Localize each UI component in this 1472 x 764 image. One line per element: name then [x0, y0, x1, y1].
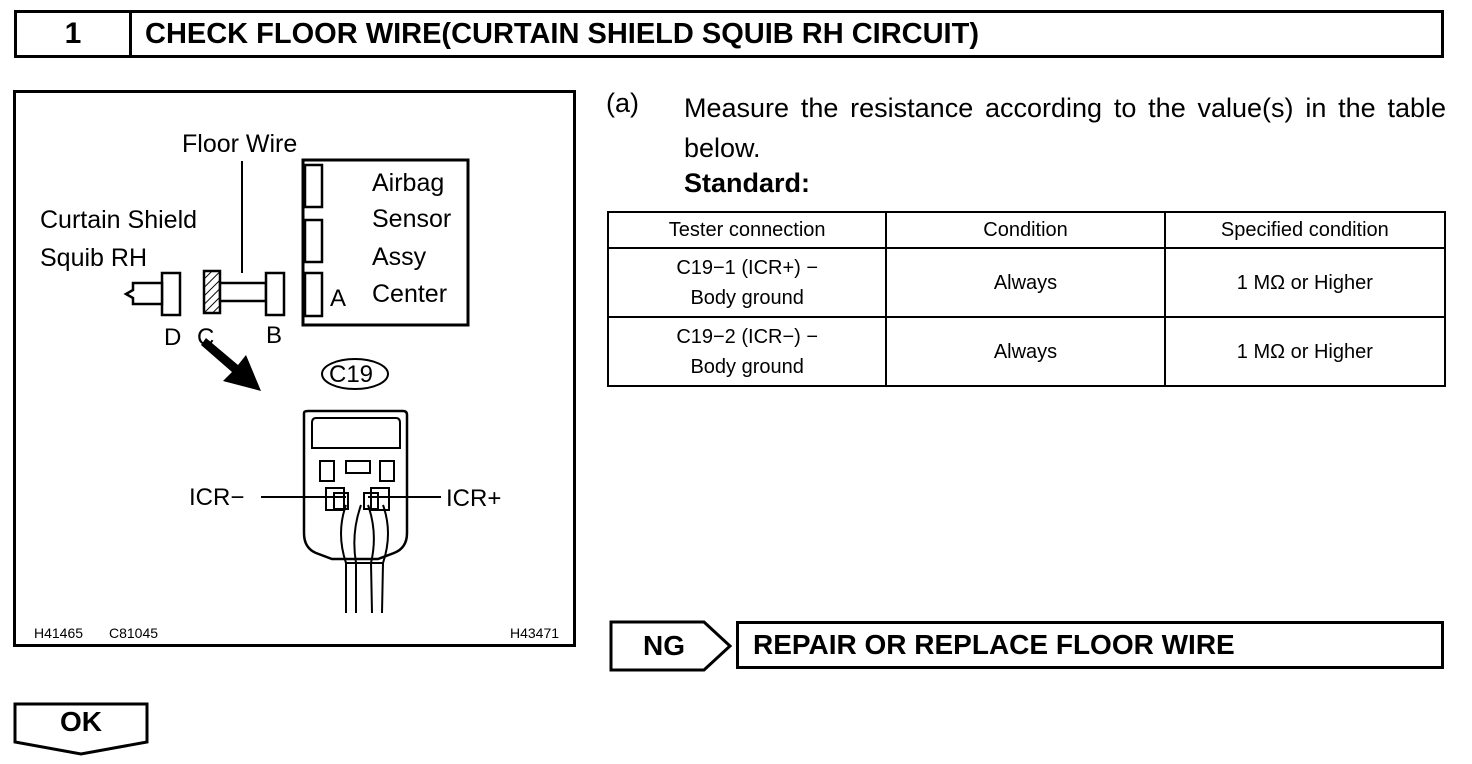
curtain-shield-label-1: Curtain Shield [40, 206, 198, 234]
ng-label: NG [643, 630, 685, 661]
curtain-shield-label-2: Squib RH [40, 244, 147, 272]
header-specified-condition: Specified condition [1163, 211, 1447, 249]
instruction-text: Measure the resistance according to the … [684, 93, 1446, 163]
direction-arrow-icon [201, 338, 261, 391]
cell-connection: C19−2 (ICR−) − Body ground [606, 316, 888, 387]
cell-condition: Always [885, 247, 1166, 318]
cell-specified: 1 MΩ or Higher [1163, 247, 1447, 318]
ok-arrow-icon [13, 702, 149, 756]
connection-line-1: C19−2 (ICR−) − [676, 325, 819, 348]
pin-icr-plus-label: ICR+ [446, 485, 502, 512]
ok-label: OK [60, 706, 102, 737]
connection-line-1: C19−1 (ICR+) − [676, 256, 819, 279]
connector-b-label: B [266, 322, 283, 349]
table-row: C19−2 (ICR−) − Body ground Always 1 MΩ o… [606, 316, 1447, 387]
connector-a-label: A [330, 285, 347, 312]
connection-line-2: Body ground [690, 286, 804, 309]
airbag-sensor-box [301, 158, 470, 327]
wiring-illustration: Floor Wire Curtain Shield Squib RH Airba… [13, 90, 576, 647]
c19-connector-face [302, 409, 409, 561]
floor-wire-label: Floor Wire [182, 130, 298, 158]
airbag-label-3: Assy [372, 243, 427, 271]
ng-action: REPAIR OR REPLACE FLOOR WIRE [736, 621, 1444, 669]
airbag-label-1: Airbag [372, 169, 445, 197]
connector-id-label: C19 [329, 361, 374, 388]
resistance-spec-table: Tester connection Condition Specified co… [606, 211, 1447, 387]
cell-connection: C19−1 (ICR+) − Body ground [606, 247, 888, 318]
pin-icr-minus-label: ICR− [189, 484, 245, 511]
ng-arrow-icon [609, 620, 733, 672]
step-number: 1 [17, 13, 132, 55]
airbag-label-2: Sensor [372, 205, 452, 233]
substep-label: (a) [606, 88, 639, 118]
standard-label: Standard: [684, 168, 811, 198]
figure-code-2: C81045 [109, 625, 159, 641]
step-title: CHECK FLOOR WIRE(CURTAIN SHIELD SQUIB RH… [145, 17, 979, 50]
header-condition: Condition [885, 211, 1166, 249]
figure-code-1: H41465 [34, 625, 84, 641]
table-row: C19−1 (ICR+) − Body ground Always 1 MΩ o… [606, 247, 1447, 318]
figure-code-3: H43471 [510, 625, 560, 641]
airbag-label-4: Center [372, 280, 448, 308]
step-header: 1 CHECK FLOOR WIRE(CURTAIN SHIELD SQUIB … [14, 10, 1444, 58]
cell-condition: Always [885, 316, 1166, 387]
connector-diagram [123, 158, 470, 614]
table-header-row: Tester connection Condition Specified co… [606, 211, 1447, 249]
cell-specified: 1 MΩ or Higher [1163, 316, 1447, 387]
connector-d-label: D [164, 324, 182, 351]
connection-line-2: Body ground [690, 355, 804, 378]
header-tester-connection: Tester connection [606, 211, 888, 249]
connector-c-label: C [197, 324, 215, 351]
